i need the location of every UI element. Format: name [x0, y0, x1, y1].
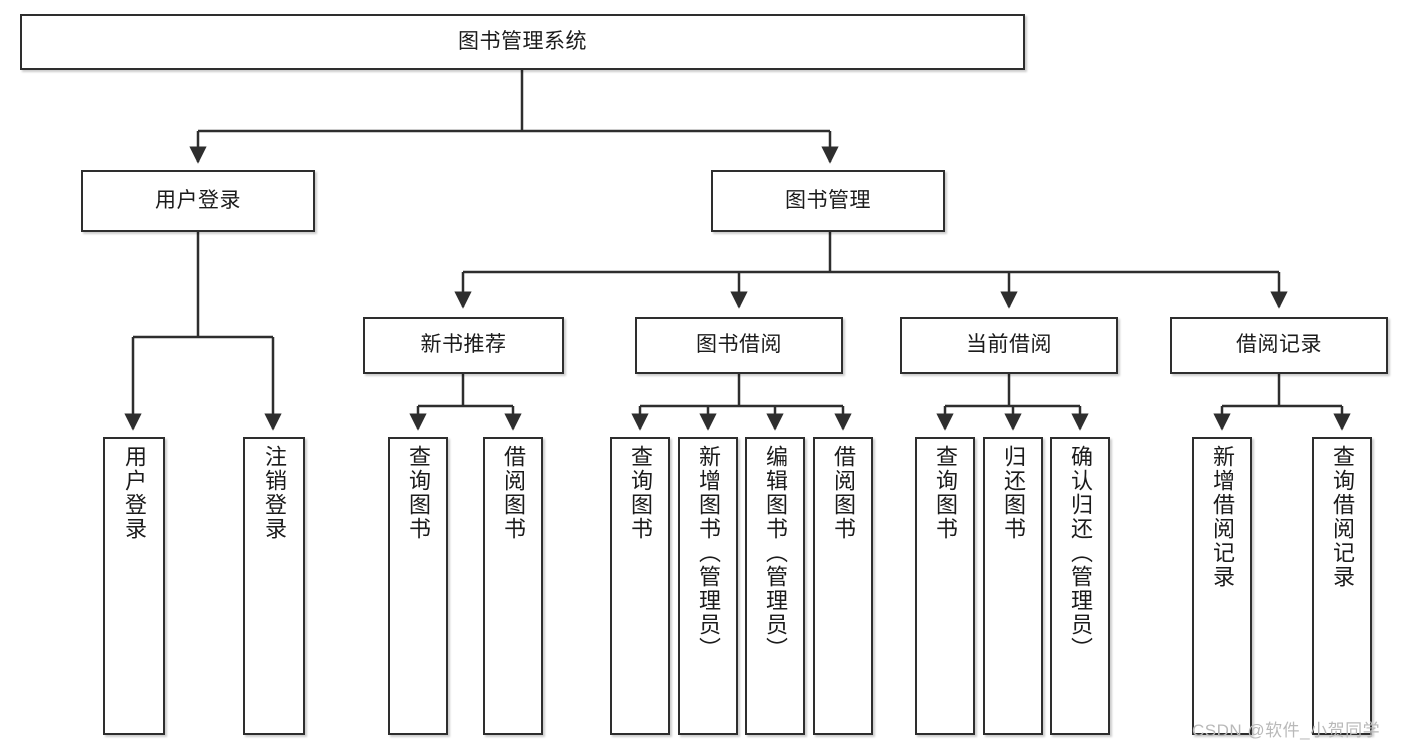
- leaf-logout-label: 注销登录: [262, 445, 287, 541]
- leaf-borrow-query-book-label: 查询图书: [628, 445, 653, 541]
- leaf-records-add[interactable]: 新增借阅记录: [1192, 437, 1252, 735]
- leaf-borrow-borrow-book-label: 借阅图书: [831, 445, 856, 541]
- leaf-records-add-label: 新增借阅记录: [1210, 445, 1235, 589]
- node-book-borrow-label: 图书借阅: [696, 333, 782, 357]
- leaf-borrow-borrow-book[interactable]: 借阅图书: [813, 437, 873, 735]
- leaf-new-book-borrow[interactable]: 借阅图书: [483, 437, 543, 735]
- leaf-borrow-query-book[interactable]: 查询图书: [610, 437, 670, 735]
- node-current-borrow-label: 当前借阅: [966, 333, 1052, 357]
- leaf-logout[interactable]: 注销登录: [243, 437, 305, 735]
- leaf-borrow-edit-book[interactable]: 编辑图书（管理员）: [745, 437, 805, 735]
- leaf-current-confirm-return[interactable]: 确认归还（管理员）: [1050, 437, 1110, 735]
- leaf-borrow-add-book[interactable]: 新增图书（管理员）: [678, 437, 738, 735]
- leaf-borrow-edit-book-label: 编辑图书（管理员）: [763, 445, 788, 661]
- node-book-management[interactable]: 图书管理: [711, 170, 945, 232]
- node-book-borrow[interactable]: 图书借阅: [635, 317, 843, 374]
- leaf-borrow-add-book-label: 新增图书（管理员）: [696, 445, 721, 661]
- leaf-records-query-label: 查询借阅记录: [1330, 445, 1355, 589]
- node-user-login[interactable]: 用户登录: [81, 170, 315, 232]
- leaf-current-query-book[interactable]: 查询图书: [915, 437, 975, 735]
- watermark-text: CSDN @软件_小贺同学: [1192, 721, 1381, 740]
- node-book-management-label: 图书管理: [785, 188, 871, 212]
- leaf-current-return-book-label: 归还图书: [1001, 445, 1026, 541]
- leaf-current-query-book-label: 查询图书: [933, 445, 958, 541]
- leaf-new-book-query[interactable]: 查询图书: [388, 437, 448, 735]
- node-root-label: 图书管理系统: [458, 29, 587, 53]
- leaf-current-return-book[interactable]: 归还图书: [983, 437, 1043, 735]
- leaf-new-book-query-label: 查询图书: [406, 445, 431, 541]
- leaf-new-book-borrow-label: 借阅图书: [501, 445, 526, 541]
- leaf-current-confirm-return-label: 确认归还（管理员）: [1068, 445, 1093, 661]
- leaf-records-query[interactable]: 查询借阅记录: [1312, 437, 1372, 735]
- node-user-login-label: 用户登录: [155, 188, 241, 212]
- node-borrow-records-label: 借阅记录: [1236, 333, 1322, 357]
- node-new-book-recommend-label: 新书推荐: [420, 333, 507, 357]
- leaf-user-login[interactable]: 用户登录: [103, 437, 165, 735]
- node-current-borrow[interactable]: 当前借阅: [900, 317, 1118, 374]
- leaf-user-login-label: 用户登录: [122, 445, 147, 541]
- node-root[interactable]: 图书管理系统: [20, 14, 1025, 70]
- node-borrow-records[interactable]: 借阅记录: [1170, 317, 1388, 374]
- node-new-book-recommend[interactable]: 新书推荐: [363, 317, 564, 374]
